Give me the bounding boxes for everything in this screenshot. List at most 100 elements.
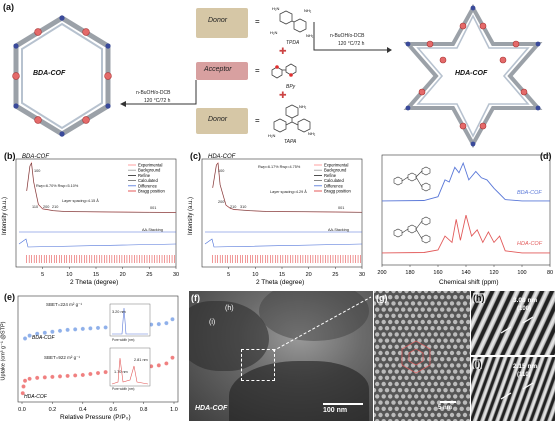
lattice-dot (394, 357, 399, 362)
lattice-dot (391, 313, 396, 318)
lattice-dot (430, 375, 435, 380)
lattice-dot (384, 350, 390, 356)
lattice-dot (443, 350, 448, 356)
plus-2: ✚ (279, 90, 287, 100)
lattice-dot (417, 313, 422, 318)
lattice-dot (469, 413, 470, 417)
bet-point (95, 325, 101, 331)
bda-peak-210: 210 (52, 205, 59, 209)
lattice-dot (394, 319, 399, 325)
panel-d-label: (d) (540, 151, 552, 161)
lattice-dot (381, 332, 386, 337)
tem-sample-name: HDA-COF (195, 405, 228, 412)
lattice-dot (375, 332, 380, 337)
lattice-dot (469, 363, 470, 368)
tem-flake-1 (189, 301, 269, 371)
lattice-dot (459, 394, 464, 399)
panel-i-label: (i) (473, 359, 482, 369)
lattice-dot (469, 301, 470, 306)
lattice-dot (456, 313, 461, 318)
hda-cof-title: HDA-COF (455, 70, 488, 77)
bpy-molecule (271, 63, 297, 79)
panel-i-fringe: (i) 2.15 nm (110) (471, 357, 555, 421)
lattice-dot (410, 313, 416, 318)
legend-entry: Difference (324, 183, 344, 188)
lattice-dot (391, 291, 396, 294)
lattice-dot (384, 400, 390, 405)
lattice-dot (378, 363, 383, 368)
svg-text:NH₂: NH₂ (304, 8, 312, 13)
lattice-dot (466, 369, 470, 374)
bet-point (80, 372, 86, 378)
lattice-dot (397, 375, 403, 380)
lattice-dot (466, 295, 470, 300)
lattice-dot (427, 295, 432, 300)
lattice-dot (449, 363, 455, 368)
lattice-dot (456, 388, 461, 393)
donor-block-top (196, 8, 248, 38)
tem-scale-label: 100 nm (323, 407, 348, 414)
lattice-dot (466, 419, 470, 421)
lattice-dot (427, 369, 432, 374)
lattice-dot (401, 381, 406, 387)
fringe-h-plane: (100) (517, 306, 532, 312)
nmr-bda-line (381, 161, 550, 202)
lattice-dot (430, 301, 435, 306)
lattice-dot (401, 406, 406, 411)
bda-cof-title: BDA-COF (33, 70, 66, 77)
panel-b-title: BDA-COF (22, 154, 49, 160)
lattice-dot (430, 291, 435, 294)
bet-point (20, 390, 26, 396)
panel-b-label: (b) (4, 151, 16, 161)
lattice-dot (459, 307, 464, 312)
lattice-dot (453, 319, 458, 325)
bet-point (21, 384, 26, 389)
lattice-dot (378, 400, 383, 405)
bet-point (27, 376, 32, 382)
lattice-dot (374, 400, 377, 405)
legend-entry: Calculated (324, 178, 344, 183)
lattice-dot (404, 400, 409, 405)
bet-point (156, 321, 162, 327)
pxrd-bda-refine (26, 162, 177, 213)
svg-text:H₂N: H₂N (270, 30, 277, 35)
lattice-dot (440, 357, 445, 362)
tem-zoom-box (241, 349, 275, 381)
lattice-dot (456, 301, 461, 306)
lattice-dot (374, 338, 377, 343)
lattice-dot (466, 406, 470, 411)
lattice-dot (388, 394, 393, 399)
lattice-dot (459, 369, 464, 374)
bda-ylabel: Intensity (a.u.) (2, 196, 9, 236)
bet-point (27, 333, 32, 338)
lattice-dot (407, 344, 412, 349)
lattice-dot (404, 338, 409, 343)
lattice-dot (456, 400, 461, 405)
lattice-dot (433, 344, 438, 349)
pore-axis-bottom: Pore width (nm) (112, 387, 135, 391)
hda-ylabel: Intensity (a.u.) (188, 196, 195, 236)
bda-rwp: Rwp=6.70% Rwp=5.10% (36, 184, 79, 188)
lattice-dot (456, 338, 461, 343)
lattice-dot (433, 295, 438, 300)
lattice-dot (469, 291, 470, 293)
hda-cof-structure (403, 3, 543, 149)
bda-peak-100: 100 (34, 169, 41, 173)
lattice-dot (397, 313, 403, 318)
nmr-hda-line (381, 214, 550, 254)
bda-cof-structure (12, 15, 112, 137)
lattice-dot (378, 326, 383, 331)
lattice-dot (440, 369, 445, 374)
tem-marker-i: (i) (209, 319, 216, 326)
lattice-dot (423, 350, 429, 356)
plus-1: ✚ (279, 46, 287, 56)
fringe-h-distance: 3.08 nm (513, 297, 538, 304)
lattice-dot (414, 332, 419, 337)
lattice-dot (462, 326, 468, 331)
lattice-dot (423, 326, 429, 331)
pore-bot1-label: 1.70 nm (114, 370, 128, 374)
bpy-label: BPy (286, 84, 296, 90)
lattice-dot (436, 326, 442, 331)
lattice-dot (397, 400, 403, 405)
lattice-dot (440, 419, 445, 421)
